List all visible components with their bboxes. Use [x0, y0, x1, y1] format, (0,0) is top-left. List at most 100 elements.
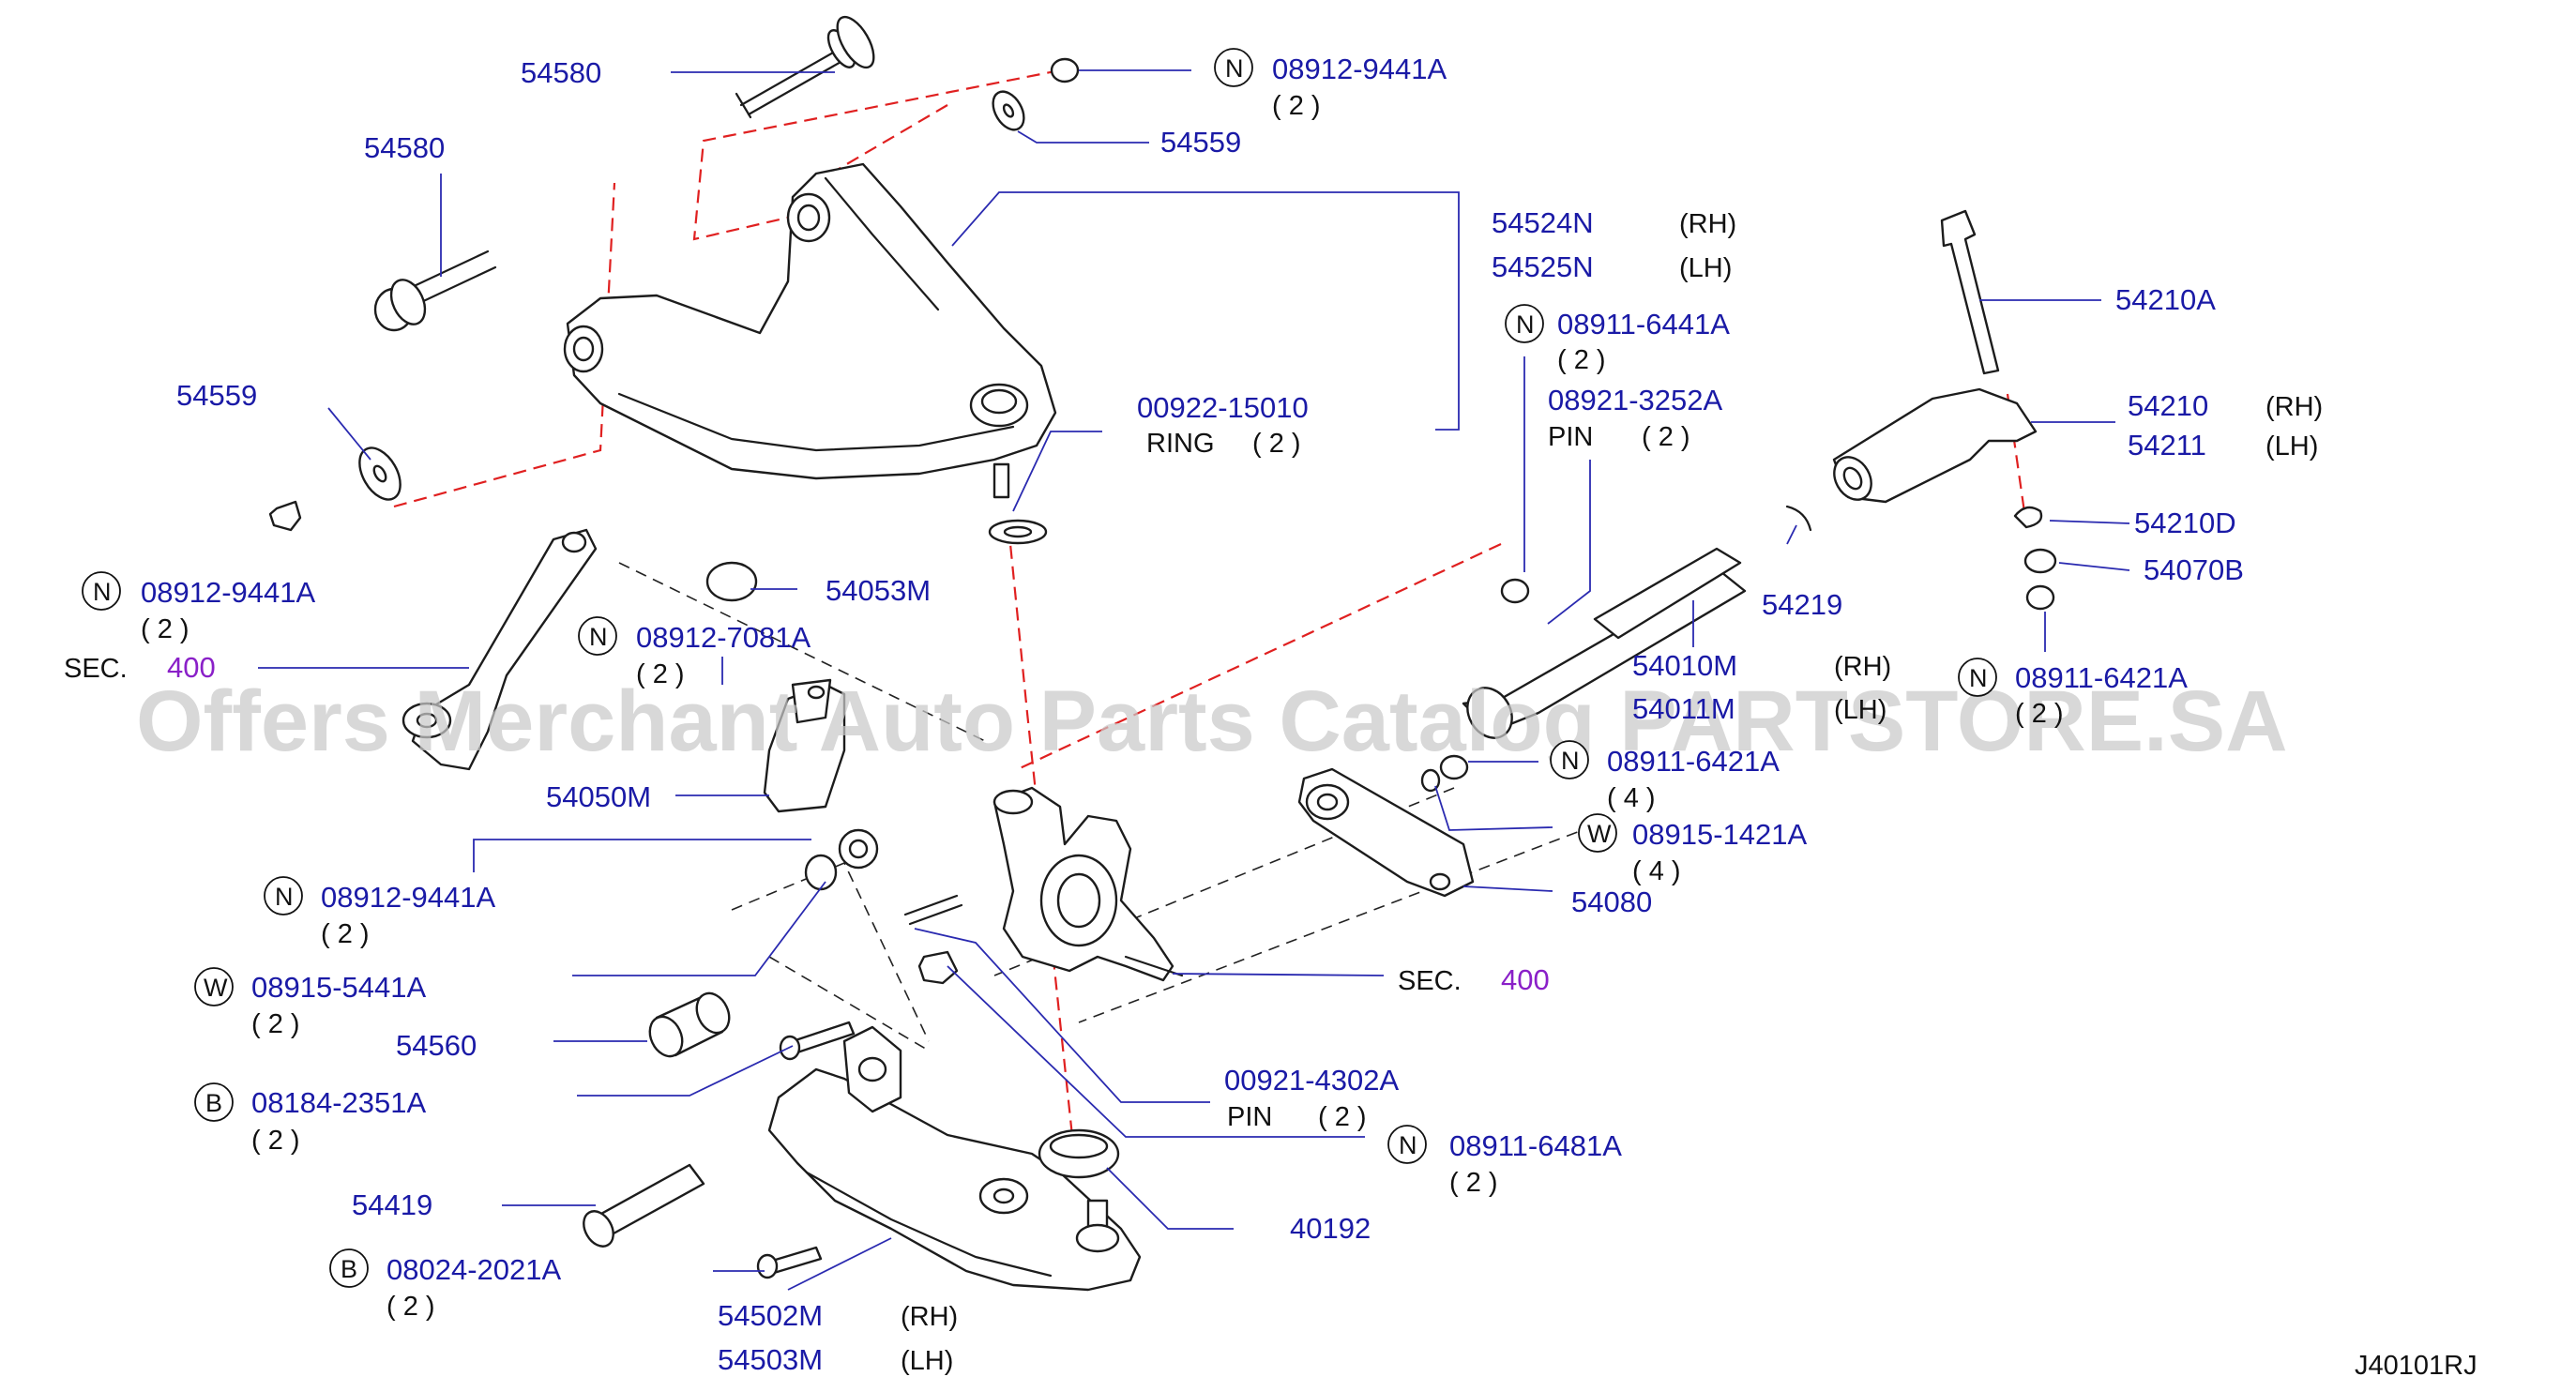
bolts-lower	[756, 1021, 856, 1279]
washer-symbol-1421a-letter: W	[1587, 820, 1612, 848]
nut-symbol-6481a-letter: N	[1399, 1131, 1417, 1159]
snap-ring-54219	[1785, 505, 1812, 532]
watermark: Offers Merchant Auto Parts Catalog PARTS…	[136, 673, 2288, 769]
label-08915-1421a: 08915-1421A	[1632, 818, 1807, 851]
washer-symbol-1421a	[1578, 813, 1617, 853]
label-54219: 54219	[1762, 588, 1842, 621]
washer-symbol-5441a	[194, 967, 234, 1006]
sec-right: SEC.	[1398, 966, 1462, 996]
qty-ring: ( 2 )	[1252, 429, 1301, 459]
label-08911-6441a: 08911-6441A	[1557, 308, 1730, 340]
label-08911-6421a-right: 08911-6421A	[2015, 661, 2188, 694]
label-54502m: 54502M	[718, 1299, 823, 1332]
qty-6421a-right: ( 2 )	[2015, 699, 2064, 729]
idler-arm-54080	[1297, 767, 1475, 898]
nut-symbol-6441a-letter: N	[1516, 310, 1535, 339]
label-54559-left: 54559	[176, 379, 257, 412]
nut-symbol-6421a-right	[1958, 658, 1997, 697]
label-54210d: 54210D	[2134, 507, 2236, 539]
sec-left-number: 400	[167, 651, 216, 684]
nut-washer-idler	[1420, 578, 1530, 793]
ring-text: RING	[1146, 429, 1215, 459]
nut-symbol-low	[264, 876, 303, 915]
label-08024-2021a: 08024-2021A	[386, 1253, 561, 1286]
bolt-symbol-2351a-letter: B	[205, 1089, 222, 1117]
label-54210-side: (RH)	[2265, 392, 2323, 422]
sec-right-number: 400	[1501, 963, 1550, 996]
label-54210a: 54210A	[2115, 283, 2216, 316]
nut-symbol-6481a	[1387, 1125, 1427, 1164]
label-54211-side: (LH)	[2265, 431, 2318, 461]
label-08184-2351a: 08184-2351A	[251, 1086, 426, 1119]
tension-rod	[1462, 547, 1747, 739]
part-labels: 54580 54580 54559 54559 N 08912-9441A ( …	[64, 48, 2478, 1381]
nut-symbol-6421a-mid	[1550, 740, 1589, 779]
label-54502m-side: (RH)	[901, 1302, 958, 1332]
torsion-bar-bolt	[1940, 209, 2000, 375]
label-08921-3252a: 08921-3252A	[1548, 384, 1722, 416]
qty-left: ( 2 )	[141, 614, 189, 644]
label-54560: 54560	[396, 1029, 477, 1062]
lower-control-arm	[767, 1025, 1142, 1292]
qty-3252a: ( 2 )	[1642, 422, 1690, 452]
qty-6481a: ( 2 )	[1449, 1168, 1498, 1198]
label-54211: 54211	[2128, 429, 2206, 461]
nut-symbol-left	[82, 571, 121, 611]
label-54559-top: 54559	[1160, 126, 1241, 159]
label-08912-9441a-left: 08912-9441A	[141, 576, 315, 609]
sec-left: SEC.	[64, 654, 128, 684]
label-54525n: 54525N	[1492, 250, 1594, 283]
label-08912-9441a-top: 08912-9441A	[1272, 53, 1447, 85]
nut-symbol-top-letter: N	[1225, 54, 1244, 83]
ball-joint-40192	[1038, 1128, 1120, 1253]
label-08912-9441a-low: 08912-9441A	[321, 881, 495, 914]
label-00921-4302a: 00921-4302A	[1224, 1064, 1399, 1097]
bump-stop	[705, 561, 758, 602]
nut-symbol-6421a-right-letter: N	[1969, 664, 1988, 692]
pin-text-1: PIN	[1548, 422, 1593, 452]
label-54580-top: 54580	[521, 56, 601, 89]
label-40192: 40192	[1290, 1212, 1371, 1245]
nut-symbol-7081a	[578, 616, 617, 656]
anchor-parts	[2013, 506, 2057, 611]
label-54210: 54210	[2128, 389, 2208, 422]
label-54053m: 54053M	[826, 574, 931, 607]
label-54525n-side: (LH)	[1679, 253, 1732, 283]
washer-symbol-5441a-letter: W	[204, 974, 228, 1002]
nut-symbol-top	[1214, 48, 1253, 87]
label-54080: 54080	[1571, 885, 1652, 918]
label-54524n-side: (RH)	[1679, 209, 1736, 239]
bolt-54580-top	[735, 15, 875, 119]
label-54580-left: 54580	[364, 131, 445, 164]
label-54503m: 54503M	[718, 1343, 823, 1376]
label-08915-5441a: 08915-5441A	[251, 971, 426, 1004]
fasteners-upper	[268, 57, 1080, 532]
torsion-anchor-arm	[1832, 387, 2038, 504]
label-54010m: 54010M	[1632, 649, 1737, 682]
qty-5441a: ( 2 )	[251, 1009, 300, 1039]
bolt-54580-left	[373, 250, 497, 332]
label-00922-15010: 00922-15010	[1137, 391, 1309, 424]
bump-stop-bracket	[763, 678, 846, 813]
footer-code: J40101RJ	[2355, 1351, 2478, 1381]
qty-2021a: ( 2 )	[386, 1292, 435, 1322]
bushing-54560	[648, 991, 731, 1058]
nut-symbol-7081a-letter: N	[589, 623, 608, 651]
label-54419: 54419	[352, 1188, 432, 1221]
pin-54419	[583, 1163, 705, 1248]
upper-control-arm	[563, 162, 1057, 545]
upper-link-arm	[402, 528, 598, 771]
qty-4302a: ( 2 )	[1318, 1102, 1367, 1132]
label-08911-6481a: 08911-6481A	[1449, 1129, 1622, 1162]
qty-7081a: ( 2 )	[636, 659, 685, 689]
label-54010m-side: (RH)	[1834, 652, 1891, 682]
pin-text-2: PIN	[1227, 1102, 1272, 1132]
qty-1421a: ( 4 )	[1632, 856, 1681, 886]
label-54524n: 54524N	[1492, 206, 1594, 239]
nut-symbol-low-letter: N	[275, 883, 294, 911]
leader-lines	[258, 69, 2130, 1291]
qty-6421a-mid: ( 4 )	[1607, 783, 1656, 813]
bolt-symbol-2351a	[194, 1082, 234, 1122]
lower-nut-washer	[804, 828, 963, 985]
